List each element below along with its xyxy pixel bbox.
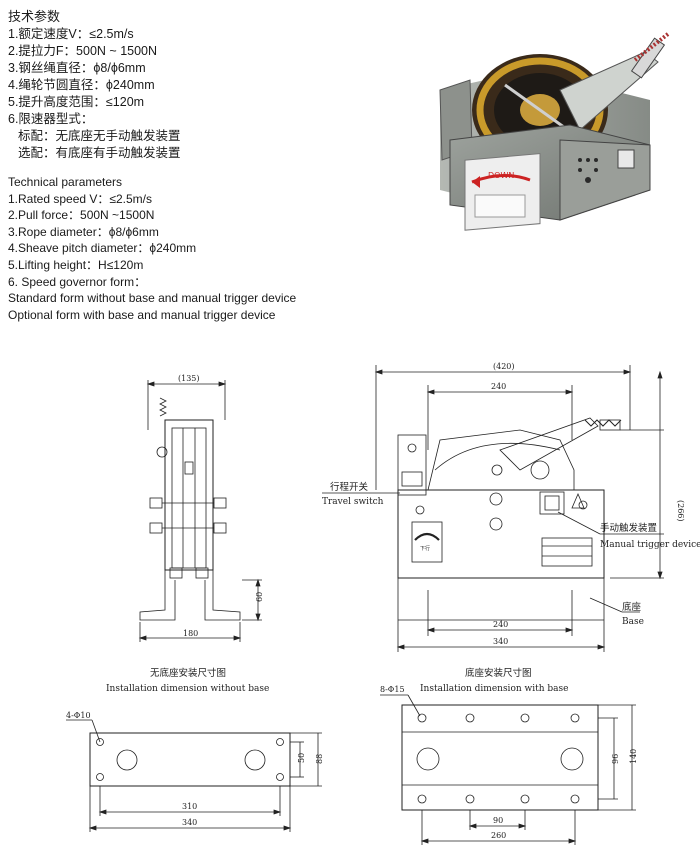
install-without-base: 无底座安装尺寸图 Installation dimension without … [66, 667, 324, 832]
install-base-holes: 8-Φ15 [380, 685, 405, 694]
specs-en-line: 1.Rated speed V：≤2.5m/s [8, 191, 152, 206]
base-en: Base [622, 617, 644, 627]
dim-front-overall: (420) [493, 362, 515, 371]
dim-base-260: 260 [491, 831, 506, 840]
dim-side-top: (135) [178, 374, 200, 383]
install-base-title-cn: 底座安装尺寸图 [465, 667, 532, 679]
specs-en-heading: Technical parameters [8, 175, 123, 189]
specs-cn-line: 6.限速器型式： [8, 112, 94, 126]
dim-base-90: 90 [493, 816, 503, 825]
dim-base-96: 96 [611, 754, 620, 764]
down-label: DOWN [464, 153, 541, 231]
specs-cn-line: 2.提拉力F：500N ~ 1500N [8, 44, 158, 58]
specs-en-optional: Optional form with base and manual trigg… [8, 307, 276, 322]
travel-switch-en: Travel switch [322, 497, 384, 507]
product-photo: DOWN [439, 32, 670, 231]
install-no-base-title-en: Installation dimension without base [106, 684, 269, 694]
side-view: (135) 60 180 [138, 374, 264, 642]
dim-no-base-340: 340 [182, 818, 197, 827]
install-no-base-holes: 4-Φ10 [66, 711, 91, 720]
specifications: 技术参数 1.额定速度V：≤2.5m/s 2.提拉力F：500N ~ 1500N… [8, 8, 408, 323]
base-cn: 底座 [622, 601, 642, 613]
install-base-title-en: Installation dimension with base [420, 684, 568, 694]
down-label-text: DOWN [488, 171, 514, 180]
dim-front-240-top: 240 [491, 382, 506, 391]
dim-side-bottom: 180 [183, 629, 198, 638]
specs-cn-line: 3.钢丝绳直径：ϕ8/ϕ6mm [8, 61, 146, 75]
dim-side-right: 60 [255, 592, 264, 602]
specs-cn-heading: 技术参数 [8, 9, 61, 24]
install-with-base: 底座安装尺寸图 Installation dimension with base… [380, 667, 638, 845]
specs-cn-line: 5.提升高度范围：≤120m [8, 95, 145, 109]
specs-en-line: 2.Pull force：500N ~1500N [8, 208, 155, 223]
install-no-base-title-cn: 无底座安装尺寸图 [150, 667, 226, 679]
specs-en-line: 3.Rope diameter：ϕ8/ϕ6mm [8, 224, 159, 239]
specs-cn-line: 1.额定速度V：≤2.5m/s [8, 27, 134, 41]
travel-switch-cn: 行程开关 [330, 481, 369, 493]
dim-front-height: (266) [676, 500, 685, 522]
specs-cn-standard: 标配：无底座无手动触发装置 [18, 129, 181, 143]
specs-cn-line: 4.绳轮节圆直径：ϕ240mm [8, 78, 155, 92]
front-view: (420) 240 下行 [322, 362, 700, 652]
dim-front-340: 340 [493, 637, 508, 646]
dim-front-240-bottom: 240 [493, 620, 508, 629]
dial-label: 下行 [420, 545, 430, 552]
dim-no-base-88: 88 [315, 754, 324, 764]
manual-trigger-en: Manual trigger device [600, 540, 700, 550]
dim-base-140: 140 [629, 749, 638, 764]
manual-trigger-cn: 手动触发装置 [600, 522, 657, 534]
lever-arm [559, 32, 670, 131]
specs-cn-optional: 选配：有底座有手动触发装置 [18, 146, 181, 160]
specs-en-line: 5.Lifting height：H≤120m [8, 257, 144, 272]
specs-en-line: 6. Speed governor form： [8, 274, 147, 289]
dim-no-base-310: 310 [182, 802, 197, 811]
specs-en-line: 4.Sheave pitch diameter：ϕ240mm [8, 241, 197, 256]
dim-no-base-50: 50 [297, 753, 306, 763]
specs-en-standard: Standard form without base and manual tr… [8, 291, 297, 306]
